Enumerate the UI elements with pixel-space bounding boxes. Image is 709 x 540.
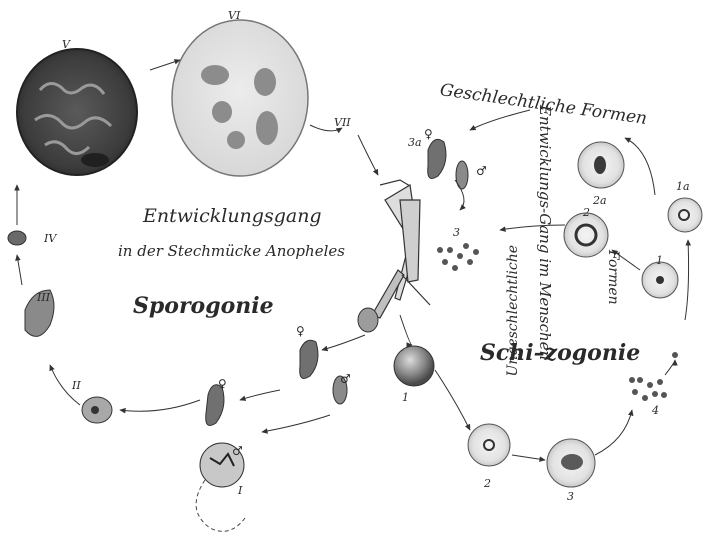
label-entwicklungsgang-im-menschen: Entwicklungs-Gang im Menschen xyxy=(536,105,554,360)
label-formen: Formen xyxy=(605,250,621,305)
label-4: 4 xyxy=(652,405,659,416)
label-sporogonie: Sporogonie xyxy=(133,295,274,317)
title-stechmuecke: in der Stechmücke Anopheles xyxy=(118,244,345,259)
merozoite-cluster-3 xyxy=(437,243,479,271)
oocyst-vi xyxy=(172,20,308,176)
free-merozoite xyxy=(672,352,678,358)
label-1-upper: 1 xyxy=(656,255,663,266)
schizogony-cell-2a xyxy=(578,142,624,188)
male-symbol-top: ♂ xyxy=(476,165,487,177)
label-1a: 1a xyxy=(676,181,690,192)
female-symbol-left: ♀ xyxy=(218,378,227,390)
gamete-female-middle xyxy=(300,340,318,378)
label-roman-vi: VI xyxy=(228,10,240,21)
schizogony-cell-3-lower xyxy=(547,439,595,487)
ookinete-iv xyxy=(8,231,26,245)
label-ungeschlechtliche: Ungeschlechtliche xyxy=(505,245,521,376)
schizogony-cell-1a xyxy=(668,198,702,232)
merozoite-cluster-4 xyxy=(629,377,667,401)
label-roman-i: I xyxy=(238,485,242,496)
label-roman-v: V xyxy=(62,39,70,50)
female-symbol-3a: ♀ xyxy=(424,128,433,140)
label-3a: 3a xyxy=(408,137,422,148)
schizogony-cell-2-lower xyxy=(468,424,510,466)
schizogony-cell-1-upper xyxy=(642,262,678,298)
title-entwicklungsgang: Entwicklungsgang xyxy=(143,207,322,226)
male-symbol-middle: ♂ xyxy=(340,373,351,385)
label-2a: 2a xyxy=(593,195,607,206)
label-2-lower: 2 xyxy=(484,478,491,489)
label-3-lower: 3 xyxy=(567,491,574,502)
label-1-lower: 1 xyxy=(402,392,409,403)
label-3-upper: 3 xyxy=(453,227,460,238)
female-symbol-middle: ♀ xyxy=(296,325,305,337)
schizogony-cell-2-upper xyxy=(564,213,608,257)
gamete-female-3a xyxy=(428,139,446,178)
label-2-upper: 2 xyxy=(583,207,590,218)
male-symbol-lower: ♂ xyxy=(232,445,243,457)
mosquito-mouthparts xyxy=(358,180,430,332)
label-roman-ii: II xyxy=(72,380,81,391)
oocyst-v xyxy=(17,49,137,175)
label-roman-iv: IV xyxy=(44,233,56,244)
stage-ii-cell xyxy=(82,397,112,423)
label-roman-vii: VII xyxy=(334,117,351,128)
sporozoite-ball-1 xyxy=(394,346,434,386)
label-roman-iii: III xyxy=(37,292,50,303)
